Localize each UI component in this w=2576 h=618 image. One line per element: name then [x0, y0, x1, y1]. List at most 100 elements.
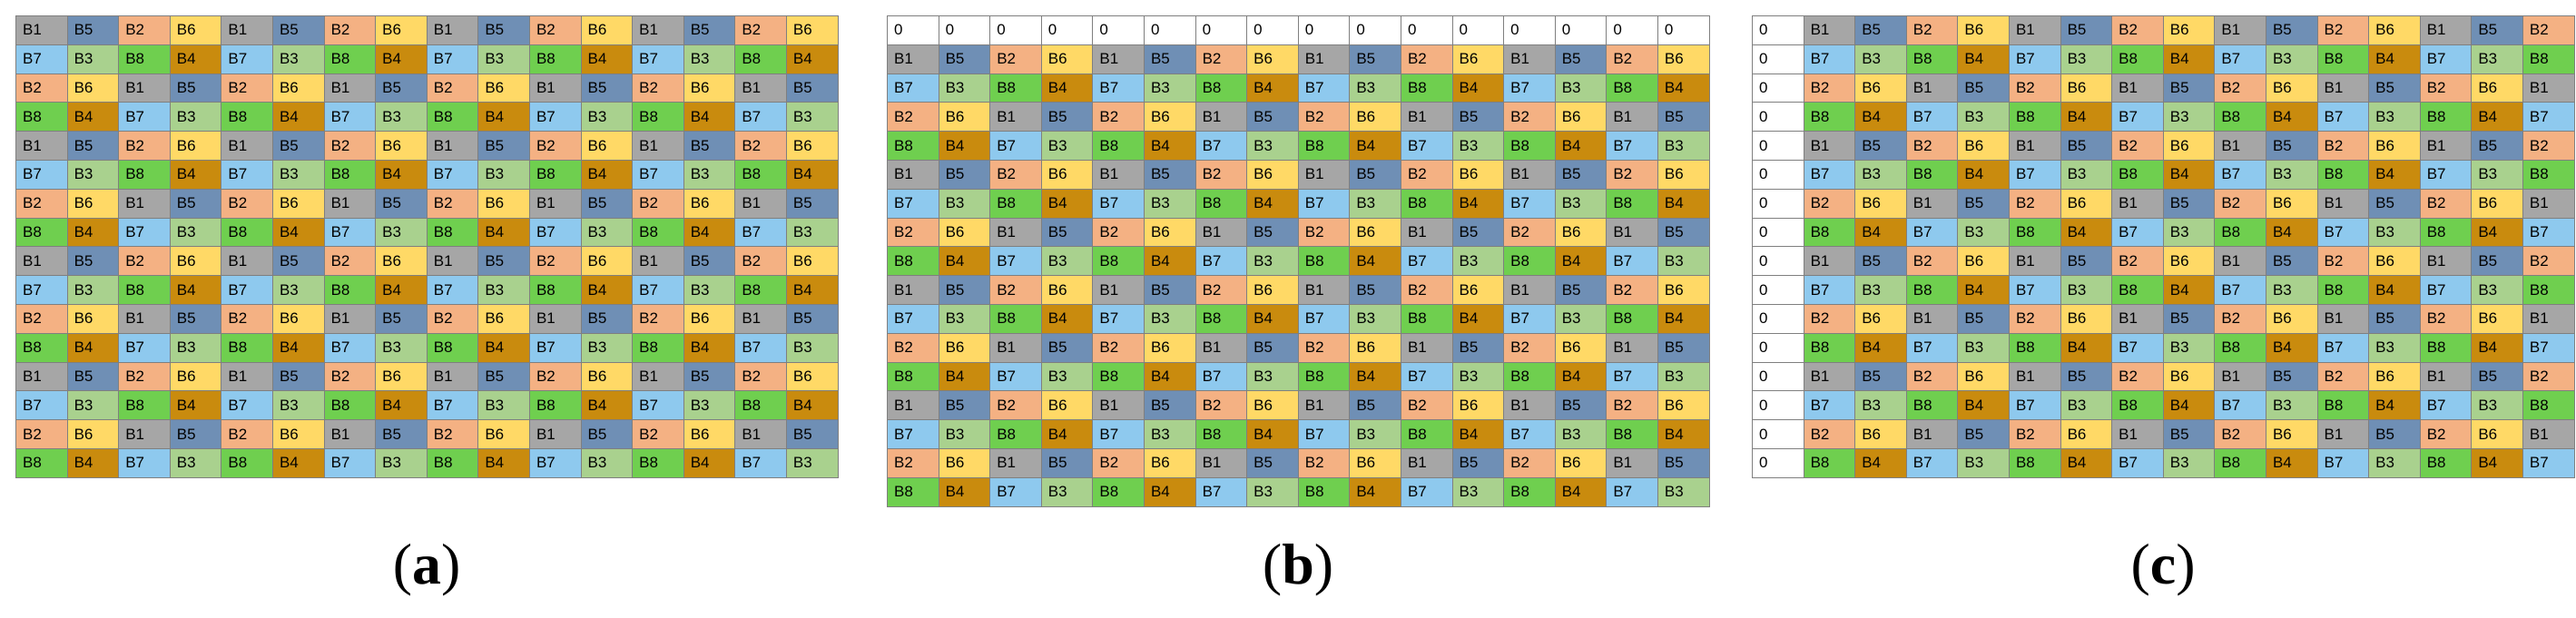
grid-cell: B5: [1144, 276, 1196, 305]
grid-cell: B6: [1855, 74, 1907, 103]
grid-cell: B5: [170, 420, 222, 449]
grid-cell: B3: [478, 160, 530, 190]
grid-cell: B5: [1247, 103, 1299, 132]
grid-cell: B5: [786, 189, 839, 219]
grid-cell: B3: [1041, 247, 1094, 277]
grid-cell: B7: [2112, 218, 2164, 248]
grid-cell: B4: [2472, 103, 2523, 132]
grid-cell: B8: [324, 391, 377, 421]
grid-cell: B7: [1804, 160, 1856, 190]
grid-cell: B6: [170, 362, 222, 392]
grid-cell: B8: [529, 44, 582, 74]
grid-cell: B2: [2215, 420, 2266, 449]
grid-cell: B5: [478, 132, 530, 161]
grid-cell: B4: [1855, 333, 1907, 363]
grid-cell: B6: [939, 218, 991, 248]
grid-cell: B8: [1401, 74, 1453, 103]
grid-cell: B4: [2060, 448, 2113, 478]
grid-cell: B6: [1958, 247, 2010, 277]
grid-cell: B1: [1298, 44, 1351, 74]
grid-cell: B8: [1504, 477, 1556, 507]
grid-cell: B5: [1041, 103, 1094, 132]
grid-cell: B6: [2472, 420, 2523, 449]
grid-cell: B2: [1401, 276, 1453, 305]
grid-cell: B6: [1555, 448, 1608, 478]
grid-cell: B4: [67, 103, 120, 132]
grid-cell: B7: [888, 189, 939, 219]
grid-cell: B2: [1298, 333, 1351, 363]
grid-cell: B4: [1555, 362, 1608, 392]
grid-cell: B5: [376, 304, 428, 334]
grid-cell: B5: [1041, 333, 1094, 363]
grid-cell: B2: [529, 16, 582, 45]
grid-cell: B2: [1607, 276, 1658, 305]
grid-cell: B8: [221, 333, 273, 363]
grid-cell: B6: [1350, 333, 1401, 363]
grid-cell: B5: [67, 362, 120, 392]
grid-cell: B7: [1093, 74, 1145, 103]
grid-cell: B1: [324, 304, 377, 334]
grid-cell: B7: [1298, 420, 1351, 449]
grid-cell: B2: [888, 448, 939, 478]
grid-cell: B4: [2369, 276, 2421, 305]
grid-cell: B5: [1247, 333, 1299, 363]
grid-cell: B6: [170, 132, 222, 161]
grid-cell: B6: [683, 74, 736, 103]
grid-cell: B6: [2163, 16, 2216, 45]
grid-cell: B5: [1855, 132, 1907, 161]
grid-cell: B7: [633, 160, 684, 190]
grid-cell: B2: [735, 132, 787, 161]
grid-cell: B8: [1093, 247, 1145, 277]
grid-cell: B3: [2163, 103, 2216, 132]
grid-cell: B8: [633, 448, 684, 478]
grid-cell: B6: [272, 189, 325, 219]
grid-cell: B8: [1607, 304, 1658, 334]
grid-cell: B1: [2317, 420, 2370, 449]
grid-cell: B6: [1452, 391, 1505, 421]
grid-cell: B5: [581, 420, 634, 449]
grid-cell: B1: [2317, 189, 2370, 219]
grid-cell: B7: [1504, 420, 1556, 449]
grid-cell: B3: [170, 218, 222, 248]
grid-cell: B8: [1804, 103, 1856, 132]
grid-cell: B7: [735, 103, 787, 132]
grid-cell: B2: [1607, 160, 1658, 190]
grid-cell: B5: [683, 132, 736, 161]
caption-open-paren: (: [2130, 532, 2150, 596]
grid-cell: B7: [1504, 304, 1556, 334]
grid-cell: B8: [2009, 333, 2061, 363]
grid-cell: B6: [1041, 391, 1094, 421]
grid-cell: B8: [2522, 391, 2575, 421]
grid-cell: 0: [1041, 16, 1094, 45]
grid-cell: B3: [2369, 333, 2421, 363]
grid-cell: B4: [2266, 103, 2318, 132]
grid-cell: B6: [67, 420, 120, 449]
grid-cell: B5: [2163, 74, 2216, 103]
grid-cell: B2: [324, 132, 377, 161]
grid-cell: B8: [1401, 304, 1453, 334]
grid-cell: B2: [1093, 103, 1145, 132]
grid-cell: B7: [16, 391, 68, 421]
grid-cell: B5: [478, 362, 530, 392]
grid-cell: B3: [1247, 362, 1299, 392]
grid-cell: B1: [1195, 333, 1248, 363]
grid-cell: B3: [1555, 189, 1608, 219]
grid-cell: B1: [888, 276, 939, 305]
grid-cell: B4: [2060, 333, 2113, 363]
grid-cell: B7: [633, 276, 684, 305]
grid-cell: B1: [427, 247, 479, 277]
grid-cell: B6: [1041, 44, 1094, 74]
grid-cell: B4: [272, 333, 325, 363]
grid-cell: B5: [1452, 333, 1505, 363]
grid-cell: B3: [581, 103, 634, 132]
grid-cell: B6: [478, 420, 530, 449]
grid-cell: B7: [2009, 391, 2061, 421]
grid-cell: B7: [1298, 189, 1351, 219]
grid-cell: B4: [683, 448, 736, 478]
grid-cell: 0: [1753, 304, 1804, 334]
grid-cell: B7: [324, 218, 377, 248]
grid-cell: B6: [1958, 362, 2010, 392]
grid-cell: B6: [683, 189, 736, 219]
grid-cell: B2: [16, 304, 68, 334]
grid-cell: B7: [2522, 333, 2575, 363]
